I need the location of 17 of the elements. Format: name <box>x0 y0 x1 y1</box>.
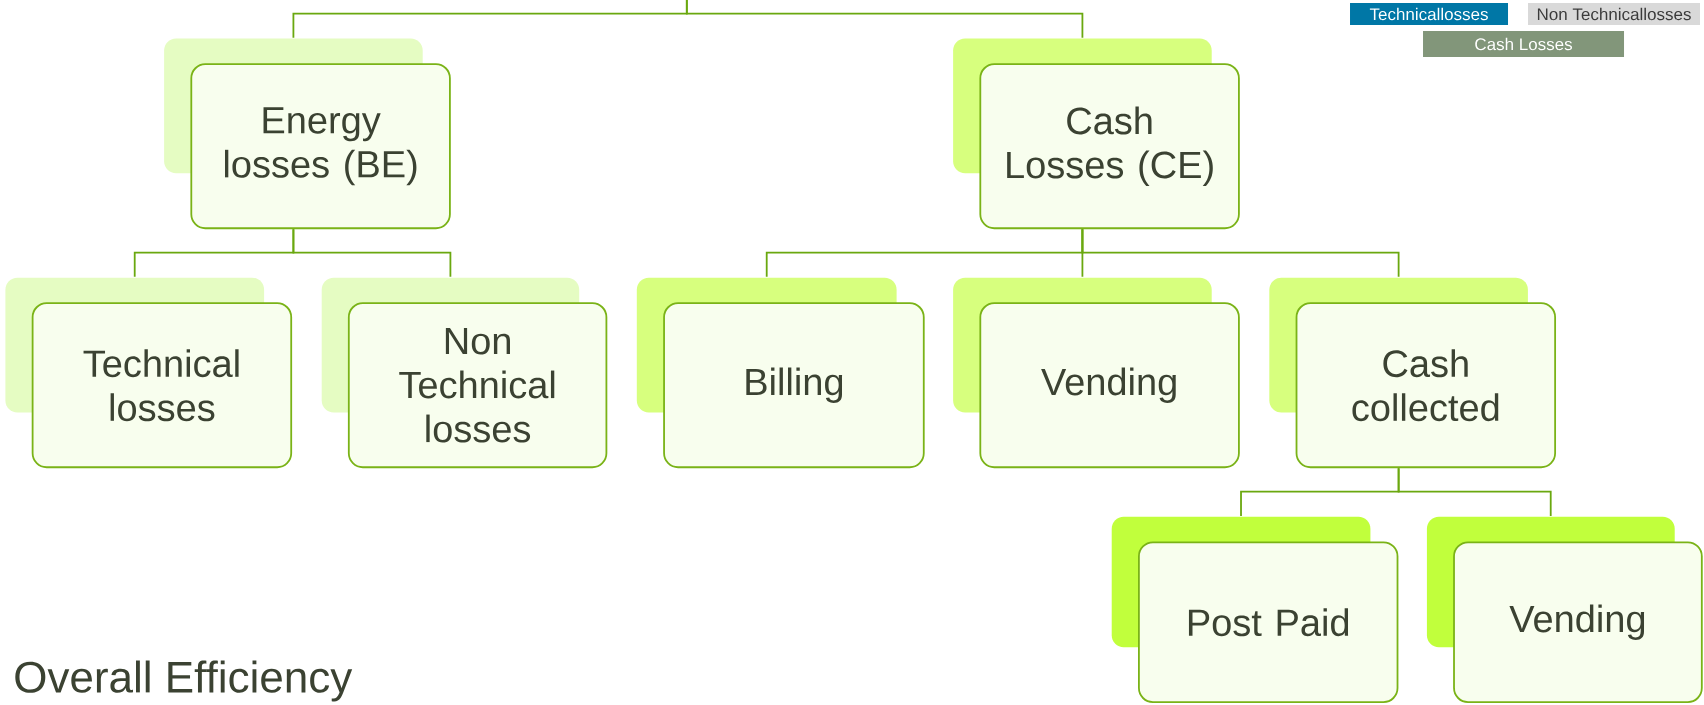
process-box: Vending <box>1426 516 1703 703</box>
process-box: Energy losses (BE) <box>164 38 451 230</box>
connector <box>1397 467 1552 517</box>
process-box: Billing <box>636 277 925 469</box>
connector <box>1081 228 1400 278</box>
tag-box: Non Technicallosses <box>1528 3 1700 25</box>
heading: Overall Efficiency <box>15 660 353 702</box>
tag-box: Technicallosses <box>1350 3 1508 25</box>
process-box: Cash Losses (CE) <box>953 38 1240 230</box>
connector <box>685 0 1084 39</box>
process-box: Cash collected <box>1269 277 1556 469</box>
process-box: Vending <box>953 277 1240 469</box>
connector <box>292 228 452 278</box>
process-box: Non Technical losses <box>321 277 608 469</box>
process-box: Post Paid <box>1111 516 1399 703</box>
tag-box: Cash Losses <box>1423 31 1624 57</box>
process-box: Technical losses <box>5 277 293 469</box>
